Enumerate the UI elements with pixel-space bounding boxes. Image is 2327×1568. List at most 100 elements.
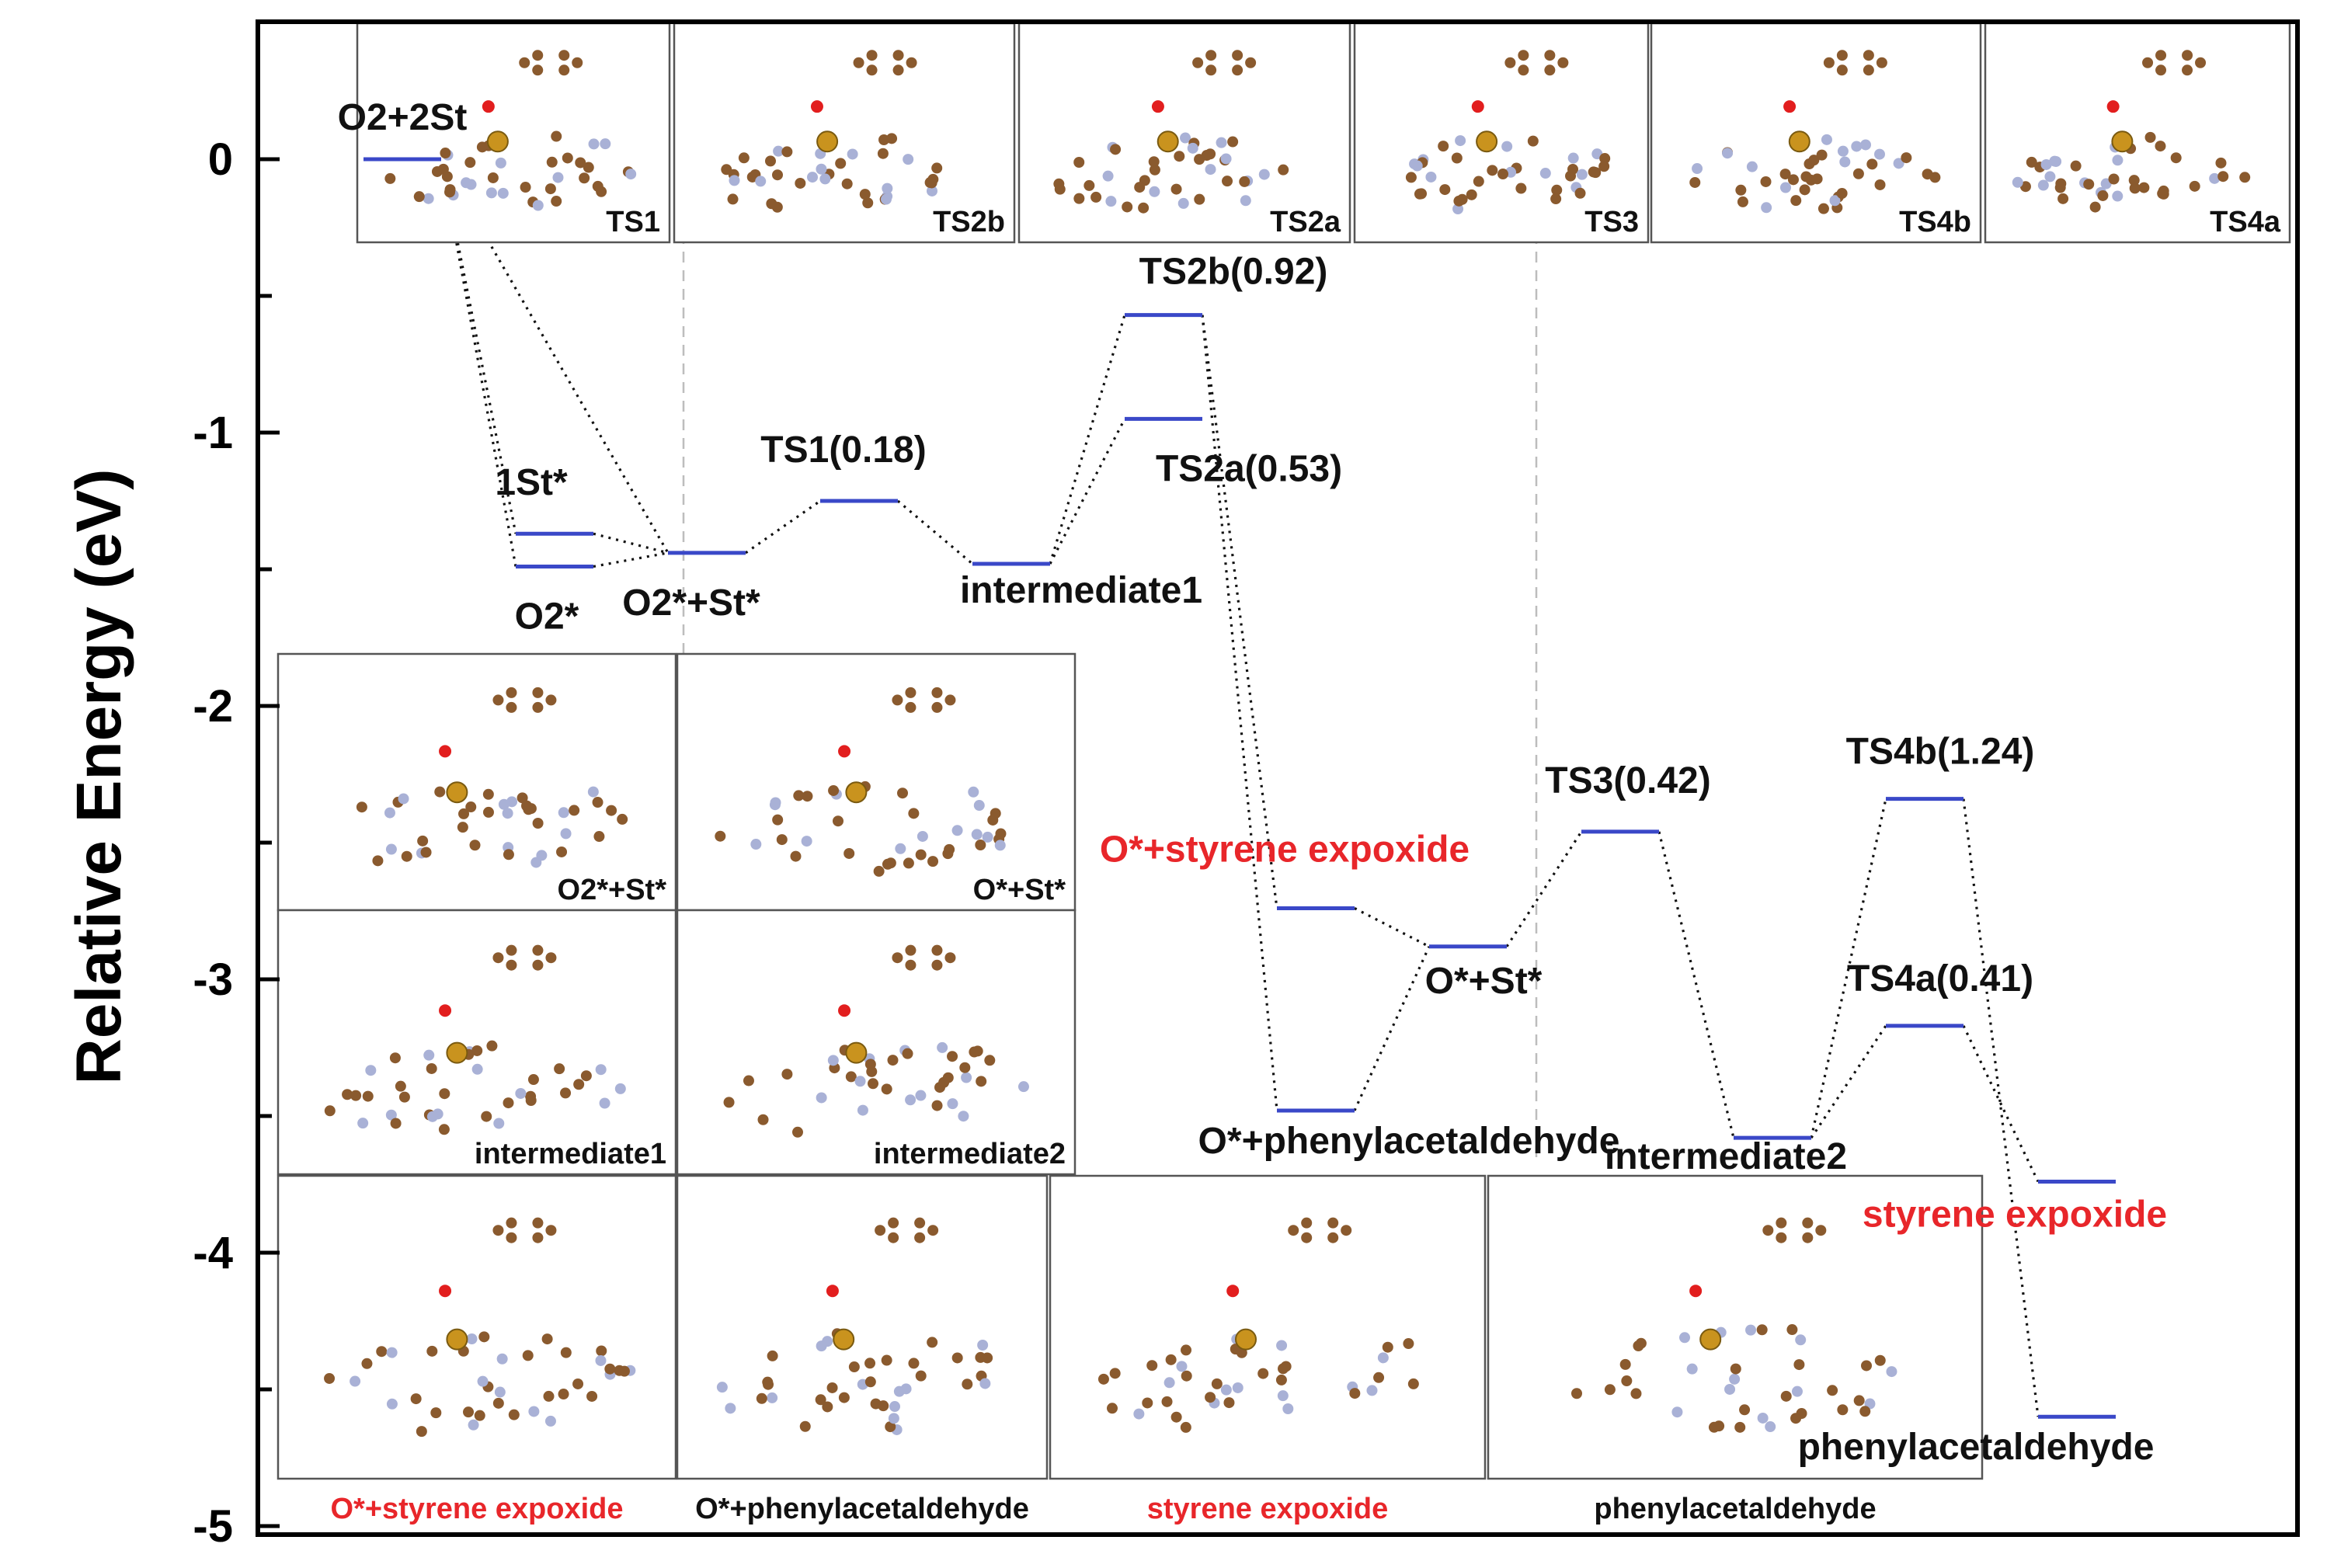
oxygen-atom	[810, 100, 823, 113]
sheet-atom	[1598, 161, 1610, 172]
sheet-atom	[426, 1345, 438, 1357]
sheet-atom	[1839, 156, 1851, 168]
sheet-atom	[1109, 1368, 1121, 1379]
sheet-atom	[1539, 168, 1551, 179]
ring-atom	[866, 64, 878, 76]
sheet-atom	[466, 1333, 478, 1345]
sheet-atom	[885, 857, 896, 869]
sheet-atom	[1861, 1360, 1873, 1372]
oxygen-atom	[1689, 1285, 1703, 1298]
sheet-atom	[847, 148, 858, 160]
ring-atom	[875, 1225, 886, 1236]
styrene-molecule	[492, 944, 557, 971]
sheet-atom	[434, 786, 446, 798]
sheet-atom	[801, 836, 812, 847]
sheet-atom	[2083, 179, 2095, 190]
inset-caption: TS4a	[2210, 206, 2281, 238]
connector-s10b-s11a	[1962, 1025, 2040, 1183]
sheet-atom	[1403, 1338, 1414, 1350]
sheet-atom	[2158, 188, 2169, 200]
ring-atom	[506, 1217, 517, 1229]
sheet-atom	[864, 1059, 876, 1070]
sheet-atom	[854, 1076, 866, 1087]
sheet-atom	[385, 843, 397, 855]
sheet-atom	[767, 1350, 778, 1361]
sheet-atom	[476, 141, 488, 153]
sheet-atom	[1745, 1324, 1757, 1336]
inset-caption: O*+St*	[973, 874, 1066, 906]
graphene-sheet	[2012, 131, 2251, 213]
sheet-atom	[1619, 1358, 1631, 1370]
sheet-atom	[1734, 1421, 1746, 1433]
sheet-atom	[819, 173, 831, 185]
sheet-atom	[763, 1379, 774, 1390]
sheet-atom	[324, 1105, 336, 1117]
sheet-atom	[1205, 1392, 1216, 1403]
sheet-atom	[416, 1426, 427, 1438]
oxygen-atom	[2106, 100, 2120, 113]
metal-atom	[446, 1041, 468, 1064]
sheet-atom	[617, 813, 628, 825]
sheet-atom	[1227, 136, 1239, 148]
y-axis-label: Relative Energy (eV)	[64, 469, 134, 1085]
sheet-atom	[769, 799, 781, 811]
sheet-atom	[880, 193, 892, 205]
sheet-atom	[1922, 169, 1933, 180]
sheet-atom	[934, 1082, 946, 1093]
sheet-atom	[1146, 1360, 1158, 1372]
sheet-atom	[845, 1071, 857, 1083]
sheet-atom	[544, 1415, 556, 1427]
sheet-atom	[815, 1394, 826, 1406]
sheet-atom	[975, 1351, 986, 1363]
bottom-inset-caption: styrene expoxide	[1147, 1493, 1388, 1525]
sheet-atom	[1373, 1372, 1385, 1383]
sheet-atom	[937, 1041, 948, 1053]
sheet-atom	[1187, 142, 1198, 154]
sheet-atom	[1692, 163, 1703, 175]
sheet-atom	[716, 1382, 728, 1393]
sheet-atom	[795, 177, 806, 189]
sheet-atom	[560, 1087, 572, 1099]
ring-atom	[532, 1217, 544, 1229]
sheet-atom	[401, 850, 412, 862]
sheet-atom	[517, 792, 528, 804]
sheet-atom	[1177, 197, 1189, 209]
metal-atom	[486, 130, 509, 153]
sheet-atom	[508, 1409, 520, 1420]
ring-atom	[1544, 50, 1556, 61]
ring-atom	[2195, 57, 2207, 68]
metal-atom	[1476, 130, 1498, 153]
sheet-atom	[791, 1126, 803, 1138]
sheet-atom	[715, 830, 726, 842]
sheet-atom	[361, 1358, 373, 1369]
ring-atom	[1232, 64, 1244, 76]
sheet-atom	[485, 187, 497, 199]
inset-frame	[1049, 1174, 1487, 1480]
sheet-atom	[1453, 195, 1465, 207]
ring-atom	[905, 944, 917, 956]
sheet-atom	[1901, 152, 1912, 164]
connector-lines	[440, 158, 2040, 1417]
sheet-atom	[481, 1111, 492, 1122]
connector-s4-s5b	[1049, 418, 1126, 565]
sheet-atom	[1280, 1361, 1292, 1372]
sheet-atom	[440, 148, 451, 159]
sheet-atom	[1073, 157, 1085, 169]
sheet-atom	[2049, 155, 2061, 167]
ring-atom	[1776, 1232, 1787, 1243]
sheet-atom	[350, 1090, 362, 1101]
state-label-s9: intermediate2	[1605, 1136, 1847, 1177]
styrene-molecule	[875, 1217, 939, 1243]
sheet-atom	[1737, 196, 1748, 207]
inset-caption: intermediate2	[874, 1138, 1066, 1170]
sheet-atom	[942, 1072, 954, 1083]
sheet-atom	[915, 1090, 927, 1101]
y-tick-label: -3	[193, 954, 233, 1005]
sheet-atom	[1277, 1390, 1289, 1402]
ring-atom	[532, 959, 544, 971]
sheet-atom	[430, 1407, 442, 1419]
styrene-molecule	[1504, 50, 1569, 76]
sheet-atom	[1527, 135, 1539, 147]
sheet-atom	[873, 865, 885, 877]
